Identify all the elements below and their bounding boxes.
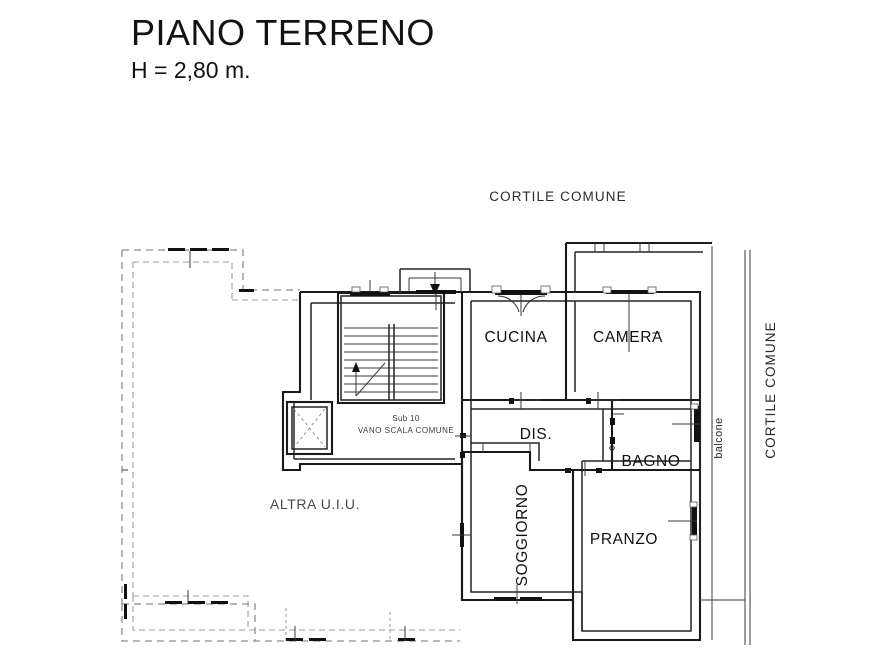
elevator-shaft <box>285 400 334 456</box>
bagno-window <box>672 403 700 442</box>
stairwell-door <box>350 280 390 296</box>
camera-door <box>586 392 618 409</box>
room-label-pranzo: PRANZO <box>590 531 658 548</box>
soggiorno-west-window <box>452 523 471 547</box>
room-label-bagno: BAGNO <box>622 453 681 470</box>
stair-treads <box>344 324 438 400</box>
label-altra-uiu: ALTRA U.I.U. <box>270 496 360 512</box>
cucina-window <box>491 285 551 316</box>
label-cortile-comune-top: CORTILE COMUNE <box>489 189 626 204</box>
title-block: PIANO TERRENO H = 2,80 m. <box>131 14 435 83</box>
camera-window <box>602 286 657 352</box>
balcony-and-courtyard <box>564 241 751 645</box>
pranzo-window <box>668 501 698 541</box>
room-label-cucina: CUCINA <box>484 329 547 346</box>
dis-door <box>455 433 471 438</box>
room-label-camera: CAMERA <box>593 329 663 346</box>
room-label-dis: DIS. <box>520 426 553 443</box>
entry-direction-arrow <box>430 272 440 295</box>
entry-vestibule <box>399 268 471 310</box>
page-title: PIANO TERRENO <box>131 12 435 53</box>
bagno-door <box>609 413 624 451</box>
common-stairwell: Sub 10 VANO SCALA COMUNE <box>281 280 462 472</box>
courtyard-wall-marks <box>594 243 650 252</box>
soggiorno-window <box>494 585 542 604</box>
vestibule-door <box>416 290 456 310</box>
pranzo-door <box>565 461 602 476</box>
stair-direction-arrow <box>352 362 386 397</box>
ceiling-height-note: H = 2,80 m. <box>131 56 251 83</box>
room-label-soggiorno: SOGGIORNO <box>514 484 531 587</box>
sub-code-label: Sub 10 <box>392 414 419 423</box>
ghost-unit-window-marks <box>122 248 415 641</box>
openings <box>452 243 700 604</box>
cucina-door <box>509 392 541 409</box>
label-balcone: balcone <box>713 417 725 458</box>
label-cortile-comune-right: CORTILE COMUNE <box>763 321 778 458</box>
vano-scala-label: VANO SCALA COMUNE <box>358 426 454 435</box>
dis-hall-opening <box>460 443 484 458</box>
adjacent-unit-outline <box>121 249 460 642</box>
